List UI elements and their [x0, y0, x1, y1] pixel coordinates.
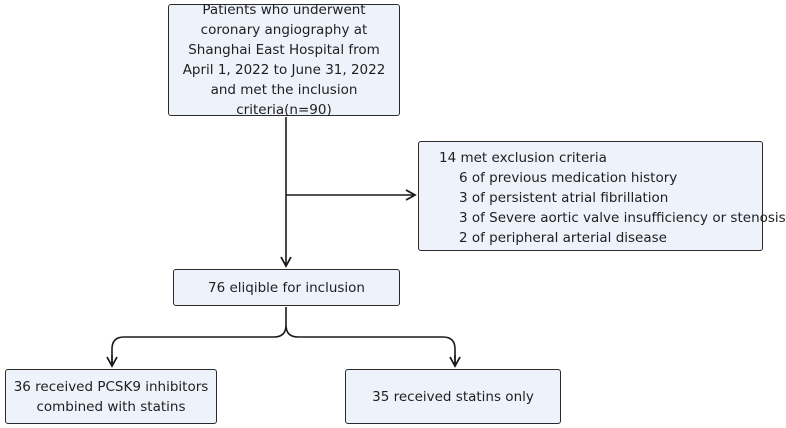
eligible-text: 76 eliqible for inclusion	[207, 279, 365, 296]
exclusion-box: 14 met exclusion criteria 6 of previous …	[418, 141, 786, 251]
flow-connectors	[106, 117, 461, 368]
patients-box: Patients who underwent coronary angiogra…	[168, 2, 400, 118]
exclusion-title: 14 met exclusion criteria	[439, 150, 607, 166]
branch-connector	[111, 307, 456, 366]
patients-text: Patients who underwent coronary angiogra…	[182, 2, 386, 118]
exclusion-item: 2 of peripheral arterial disease	[459, 230, 667, 246]
pcsk9-group-text: 36 received PCSK9 inhibitors combined wi…	[13, 378, 209, 415]
exclusion-item: 3 of persistent atrial fibrillation	[459, 190, 669, 206]
eligible-box: 76 eliqible for inclusion	[173, 269, 400, 306]
exclusion-item: 6 of previous medication history	[459, 170, 678, 186]
statins-only-group-box: 35 received statins only	[345, 369, 561, 424]
pcsk9-group-box: 36 received PCSK9 inhibitors combined wi…	[5, 369, 217, 424]
statins-only-group-text: 35 received statins only	[372, 388, 534, 405]
exclusion-item: 3 of Severe aortic valve insufficiency o…	[459, 210, 786, 226]
